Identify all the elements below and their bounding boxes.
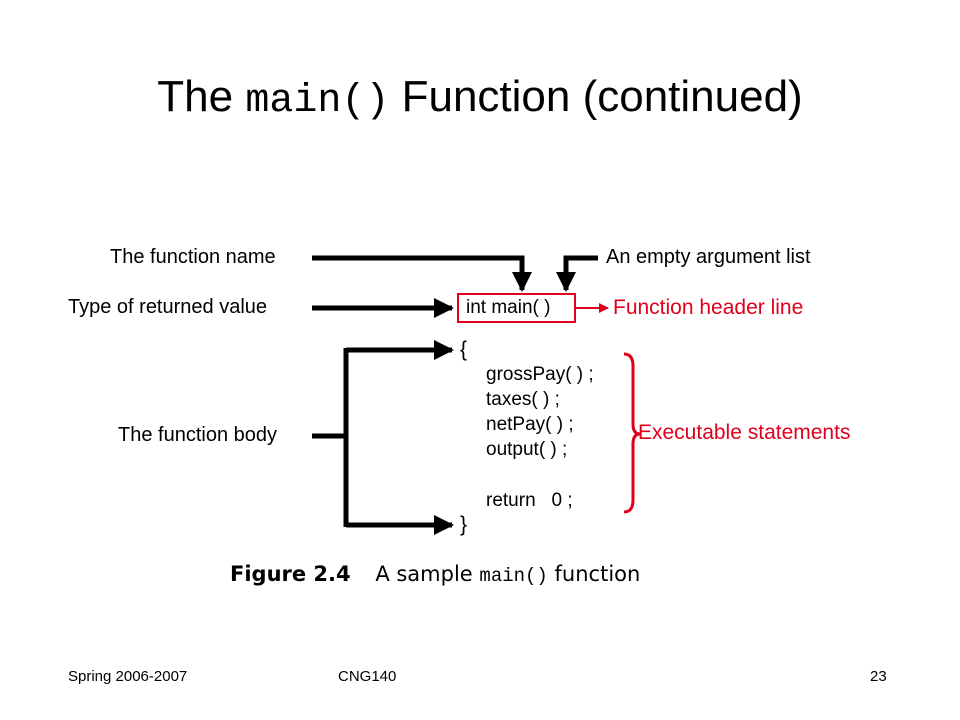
title-prefix: The bbox=[157, 72, 234, 121]
title-suffix: Function (continued) bbox=[401, 72, 803, 121]
code-close-brace: } bbox=[460, 513, 468, 536]
caption-text-post: function bbox=[554, 562, 641, 586]
footer-course: CNG140 bbox=[338, 668, 397, 685]
annotation-executable: Executable statements bbox=[638, 421, 851, 444]
caption-text-code: main() bbox=[479, 565, 548, 587]
code-open-brace: { bbox=[460, 338, 468, 361]
caption-figure-label: Figure 2.4 bbox=[230, 562, 351, 586]
label-returned-type: Type of returned value bbox=[68, 296, 268, 318]
empty-args-arrow bbox=[556, 255, 598, 292]
executable-brace bbox=[623, 352, 641, 514]
label-empty-args: An empty argument list bbox=[606, 246, 811, 268]
code-header: int main( ) bbox=[466, 297, 551, 318]
code-return: return 0 ; bbox=[486, 490, 573, 511]
label-function-body: The function body bbox=[118, 424, 277, 446]
caption-text-pre: A sample bbox=[375, 562, 473, 586]
figure-panel bbox=[68, 240, 844, 540]
footer-term: Spring 2006-2007 bbox=[68, 668, 188, 685]
code-line-2: taxes( ) ; bbox=[486, 389, 560, 410]
annotation-header-line: Function header line bbox=[613, 296, 804, 319]
header-highlight-box bbox=[457, 293, 576, 323]
code-line-4: output( ) ; bbox=[486, 439, 568, 460]
code-line-1: grossPay( ) ; bbox=[486, 364, 594, 385]
footer-page-number: 23 bbox=[870, 668, 887, 685]
title-code: main() bbox=[245, 79, 390, 124]
label-function-name: The function name bbox=[110, 246, 276, 268]
slide-title: The main() Function (continued) bbox=[0, 72, 960, 124]
function-name-arrow bbox=[312, 255, 532, 292]
figure-caption: Figure 2.4 A sample main() function bbox=[230, 562, 640, 587]
code-line-3: netPay( ) ; bbox=[486, 414, 574, 435]
